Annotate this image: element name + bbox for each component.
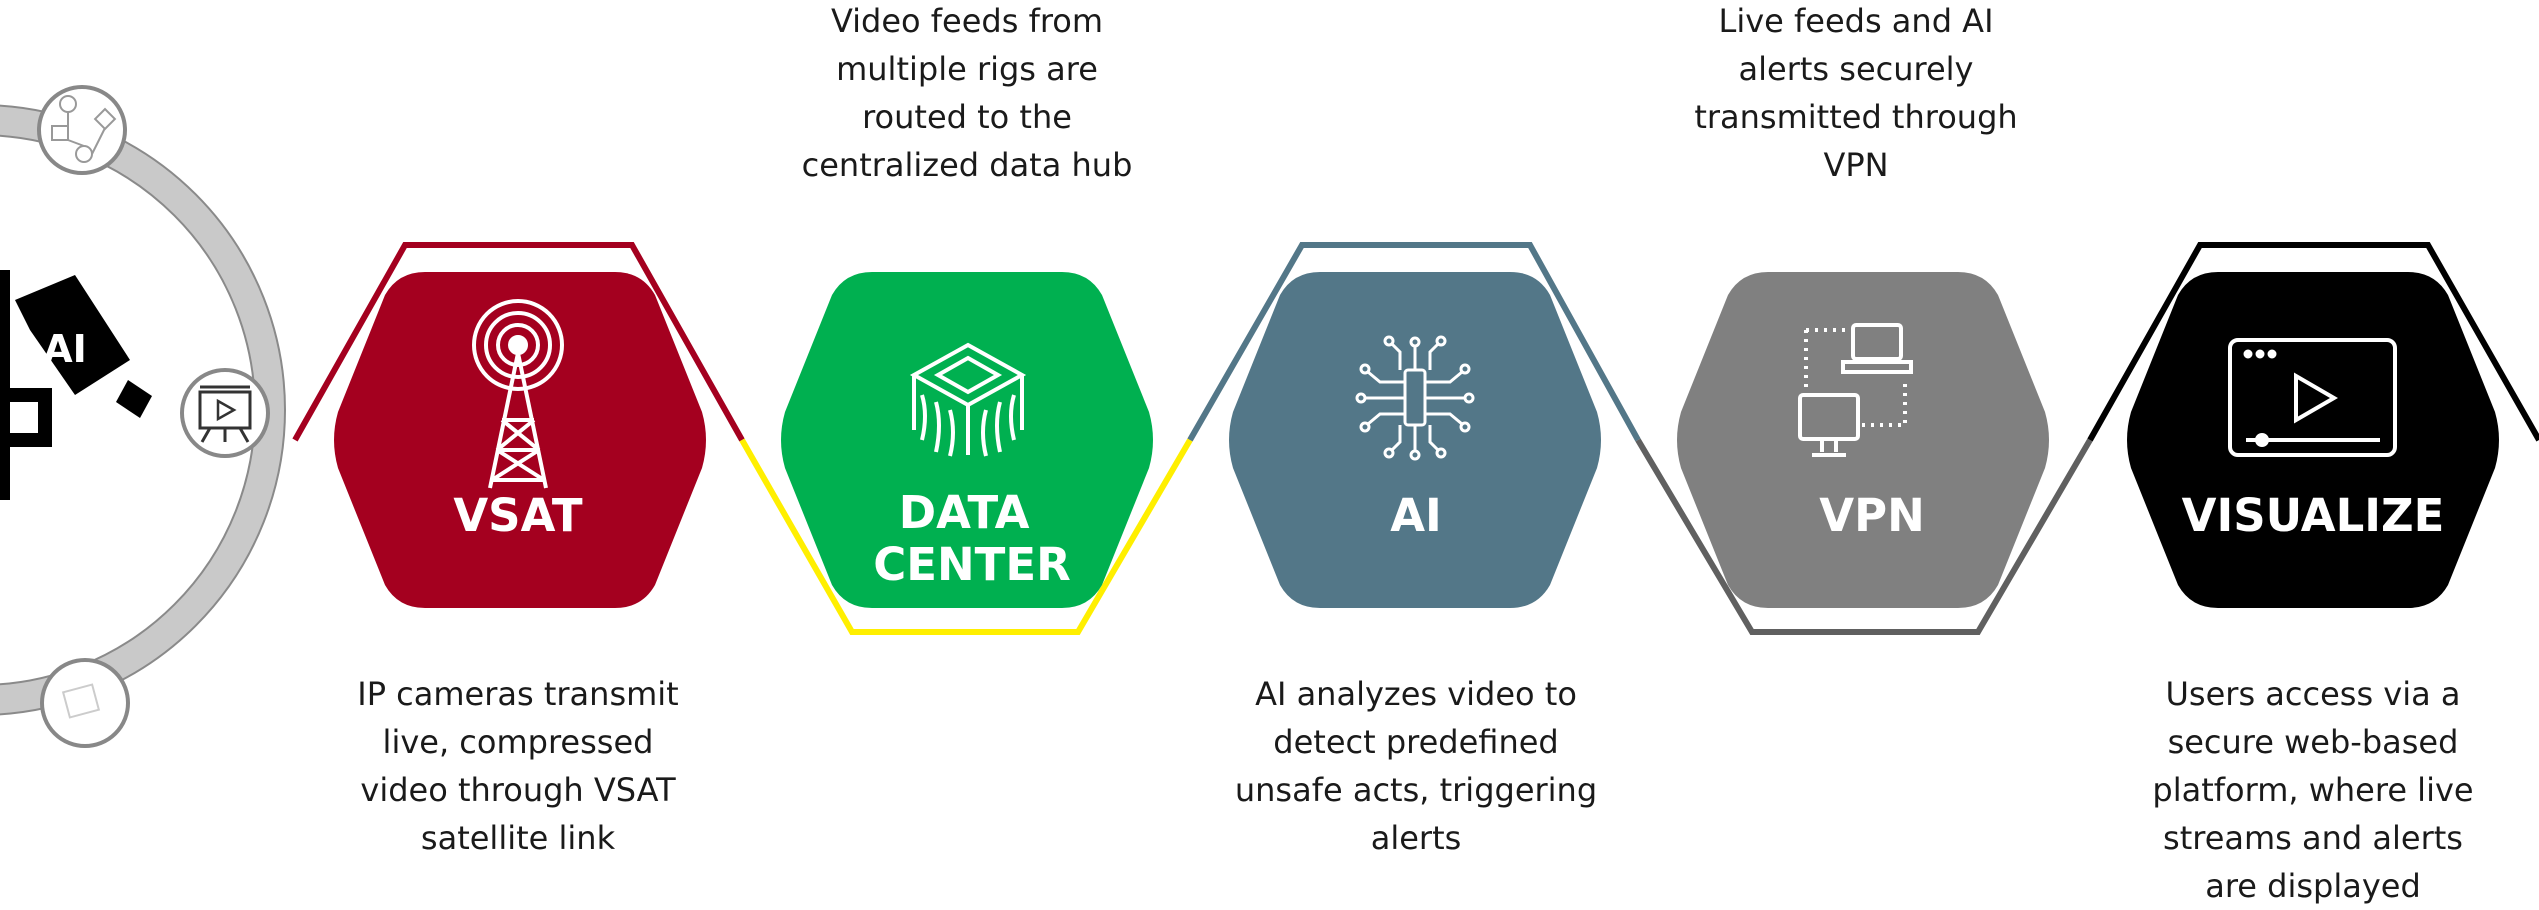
desc-line: secure web-based [2167, 723, 2459, 761]
ai-label: AI [1390, 489, 1442, 542]
desc-line: platform, where live [2152, 771, 2474, 809]
vpn-border [1635, 438, 2093, 635]
desc-line: IP cameras transmit [357, 675, 679, 713]
desc-line: live, compressed [382, 723, 654, 761]
desc-line: video through VSAT [360, 771, 676, 809]
camera-ai-label: AI [43, 327, 87, 371]
desc-line: AI analyzes video to [1255, 675, 1577, 713]
desc-line: alerts securely [1738, 50, 1974, 88]
desc-line: multiple rigs are [836, 50, 1098, 88]
desc-line: detect predefined [1273, 723, 1559, 761]
desc-line: routed to the [862, 98, 1072, 136]
ai-description: AI analyzes video to detect predefined u… [1206, 670, 1626, 862]
desc-line: VPN [1823, 146, 1889, 184]
blank-node-icon [40, 658, 130, 748]
vsat-border [292, 242, 745, 442]
data-center-label-line2: CENTER [873, 538, 1071, 591]
vsat-description: IP cameras transmit live, compressed vid… [308, 670, 728, 862]
desc-line: Live feeds and AI [1718, 2, 1994, 40]
desc-line: Users access via a [2165, 675, 2461, 713]
chip-icon [909, 342, 1027, 457]
vsat-label: VSAT [453, 489, 583, 542]
data-center-label-line1: DATA [899, 486, 1030, 539]
step-vpn: VPN [1635, 272, 2093, 635]
camera-icon: AI [0, 270, 152, 500]
video-player-icon [2228, 338, 2397, 457]
step-ai: AI [1187, 242, 1641, 608]
visualize-border [2087, 242, 2539, 442]
network-devices-icon [1798, 323, 1913, 457]
desc-line: streams and alerts [2163, 819, 2463, 857]
desc-line: transmitted through [1694, 98, 2018, 136]
desc-line: centralized data hub [801, 146, 1133, 184]
workflow-node-icon [37, 85, 127, 175]
desc-line: unsafe acts, triggering [1234, 771, 1598, 809]
data-center-description: Video feeds from multiple rigs are route… [757, 0, 1177, 189]
ai-border [1187, 242, 1641, 442]
desc-line: alerts [1370, 819, 1462, 857]
desc-line: Video feeds from [830, 2, 1104, 40]
vsat-hexagon [334, 272, 706, 608]
desc-line: are displayed [2205, 867, 2421, 905]
vpn-label: VPN [1819, 489, 1924, 542]
step-visualize: VISUALIZE [2087, 242, 2539, 608]
data-center-label: DATA CENTER [873, 486, 1071, 591]
presentation-icon [180, 368, 270, 458]
data-center-border [739, 438, 1193, 635]
desc-line: satellite link [420, 819, 616, 857]
step-vsat: VSAT [292, 242, 745, 608]
step-data-center: DATA CENTER [739, 272, 1193, 635]
circuit-icon [1355, 335, 1475, 461]
vpn-description: Live feeds and AI alerts securely transm… [1646, 0, 2066, 189]
antenna-tower-icon [472, 299, 564, 489]
visualize-description: Users access via a secure web-based plat… [2103, 670, 2523, 910]
visualize-label: VISUALIZE [2182, 489, 2445, 542]
vpn-hexagon [1677, 272, 2049, 608]
